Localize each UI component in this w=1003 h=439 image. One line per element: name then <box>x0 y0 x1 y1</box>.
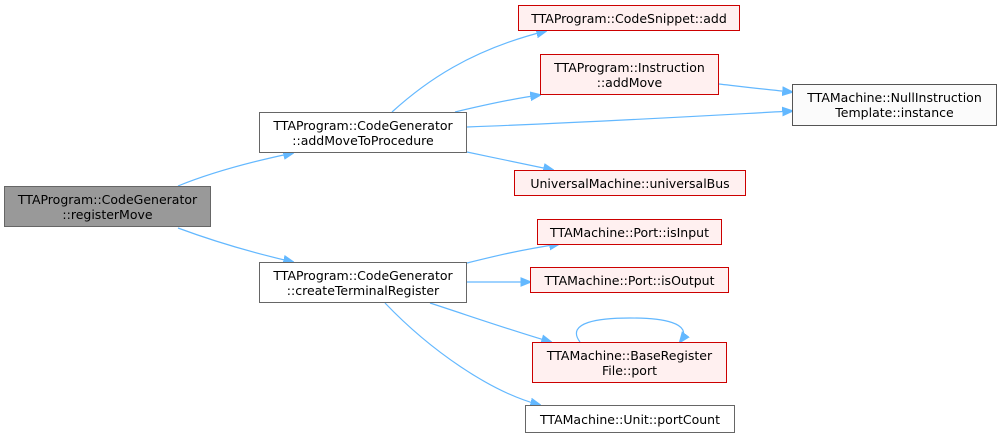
edge-root-to-addMoveToProcedure <box>177 153 293 187</box>
node-port-is-input[interactable]: TTAMachine::Port::isInput <box>537 219 722 245</box>
node-code-generator-register-move[interactable]: TTAProgram::CodeGenerator ::registerMove <box>4 186 211 227</box>
node-port-is-output[interactable]: TTAMachine::Port::isOutput <box>530 267 729 293</box>
node-label-line: Template::instance <box>835 105 954 120</box>
node-base-register-file-port[interactable]: TTAMachine::BaseRegister File::port <box>532 342 727 383</box>
edge-root-to-createTerminalRegister <box>177 227 293 262</box>
edge-addMoveToProcedure-to-nullInstruction <box>466 111 792 128</box>
node-label-line: TTAProgram::Instruction <box>554 59 705 75</box>
node-unit-port-count[interactable]: TTAMachine::Unit::portCount <box>525 405 735 433</box>
node-label-line: TTAMachine::Port::isOutput <box>544 272 715 288</box>
edge-addMoveToProcedure-to-universalBus <box>466 151 553 170</box>
node-null-instruction-template-instance[interactable]: TTAMachine::NullInstruction Template::in… <box>792 84 997 126</box>
node-label-line: TTAProgram::CodeGenerator <box>273 267 453 283</box>
edge-addMoveToProcedure-to-instructionAddMove <box>454 95 540 113</box>
node-code-generator-create-terminal-register[interactable]: TTAProgram::CodeGenerator ::createTermin… <box>259 262 467 303</box>
node-label-line: ::addMoveToProcedure <box>292 132 434 148</box>
node-label-line: TTAMachine::BaseRegister <box>546 347 713 363</box>
edge-instructionAddMove-to-nullInstruction <box>718 83 792 92</box>
node-label-line: ::addMove <box>596 74 663 90</box>
node-label-line: File::port <box>602 362 657 378</box>
node-label-line: ::registerMove <box>62 206 153 222</box>
edge-baseRegisterFilePort-to-baseRegisterFilePort <box>575 317 683 342</box>
node-label-line: TTAMachine::Unit::portCount <box>540 411 720 427</box>
node-label-line: ::createTerminalRegister <box>286 282 440 298</box>
node-label-line: TTAProgram::CodeSnippet::add <box>531 10 727 26</box>
edge-createTerminalRegister-to-portIsInput <box>466 244 559 264</box>
node-label-line: TTAMachine::Port::isInput <box>550 224 709 240</box>
node-code-generator-add-move-to-procedure[interactable]: TTAProgram::CodeGenerator ::addMoveToPro… <box>259 112 467 153</box>
edge-createTerminalRegister-to-baseRegisterFilePort <box>429 302 551 342</box>
node-code-snippet-add[interactable]: TTAProgram::CodeSnippet::add <box>518 5 740 31</box>
node-label-line: UniversalMachine::universalBus <box>530 175 730 191</box>
node-label-line: TTAProgram::CodeGenerator <box>273 117 453 133</box>
edge-createTerminalRegister-to-unitPortCount <box>384 302 540 405</box>
node-instruction-add-move[interactable]: TTAProgram::Instruction ::addMove <box>540 54 719 95</box>
node-label-line: TTAMachine::NullInstruction <box>807 90 982 105</box>
node-universal-machine-universal-bus[interactable]: UniversalMachine::universalBus <box>514 170 746 196</box>
node-label-line: TTAProgram::CodeGenerator <box>17 191 198 207</box>
edge-addMoveToProcedure-to-codeSnippetAdd <box>391 31 546 113</box>
